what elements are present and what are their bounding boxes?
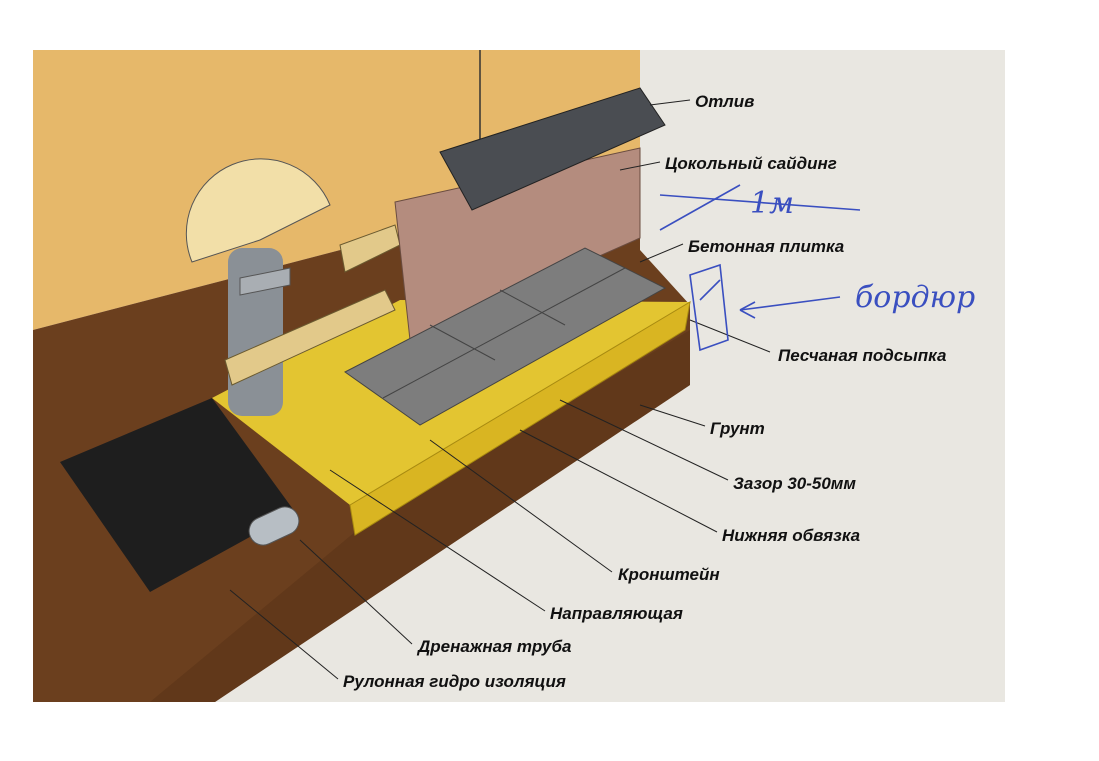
label-bottom-frame: Нижняя обвязка	[722, 526, 861, 545]
label-guide: Направляющая	[550, 604, 683, 623]
label-sand: Песчаная подсыпка	[778, 346, 947, 365]
waterproofing-membrane	[60, 398, 295, 592]
tile-joint	[499, 289, 566, 326]
leader-lines	[229, 99, 771, 680]
label-drain-pipe: Дренажная труба	[418, 637, 572, 656]
label-siding: Цокольный сайдинг	[665, 154, 837, 173]
bracket	[239, 267, 291, 296]
tile-joint	[429, 324, 496, 361]
handwritten-width-note: 1м	[750, 186, 794, 221]
label-tile: Бетонная плитка	[688, 237, 845, 256]
tile-joint	[382, 267, 626, 399]
soil-front-face	[150, 330, 690, 702]
handwritten-marks	[659, 184, 861, 352]
drain-pipe	[248, 506, 300, 546]
label-soil: Грунт	[710, 419, 765, 438]
label-gap: Зазор 30-50мм	[733, 474, 856, 493]
house-wall	[33, 50, 640, 330]
label-otliv: Отлив	[695, 92, 755, 111]
handwritten-curb-note: бордюр	[855, 280, 976, 315]
guide-board	[224, 289, 396, 386]
label-bracket: Кронштейн	[618, 565, 720, 584]
sand-front-face	[349, 301, 691, 536]
concrete-tiles	[344, 247, 667, 426]
label-waterproofing: Рулонная гидро изоляция	[343, 672, 566, 691]
bracket-semicircle	[185, 158, 331, 263]
drip-flashing	[439, 87, 666, 211]
